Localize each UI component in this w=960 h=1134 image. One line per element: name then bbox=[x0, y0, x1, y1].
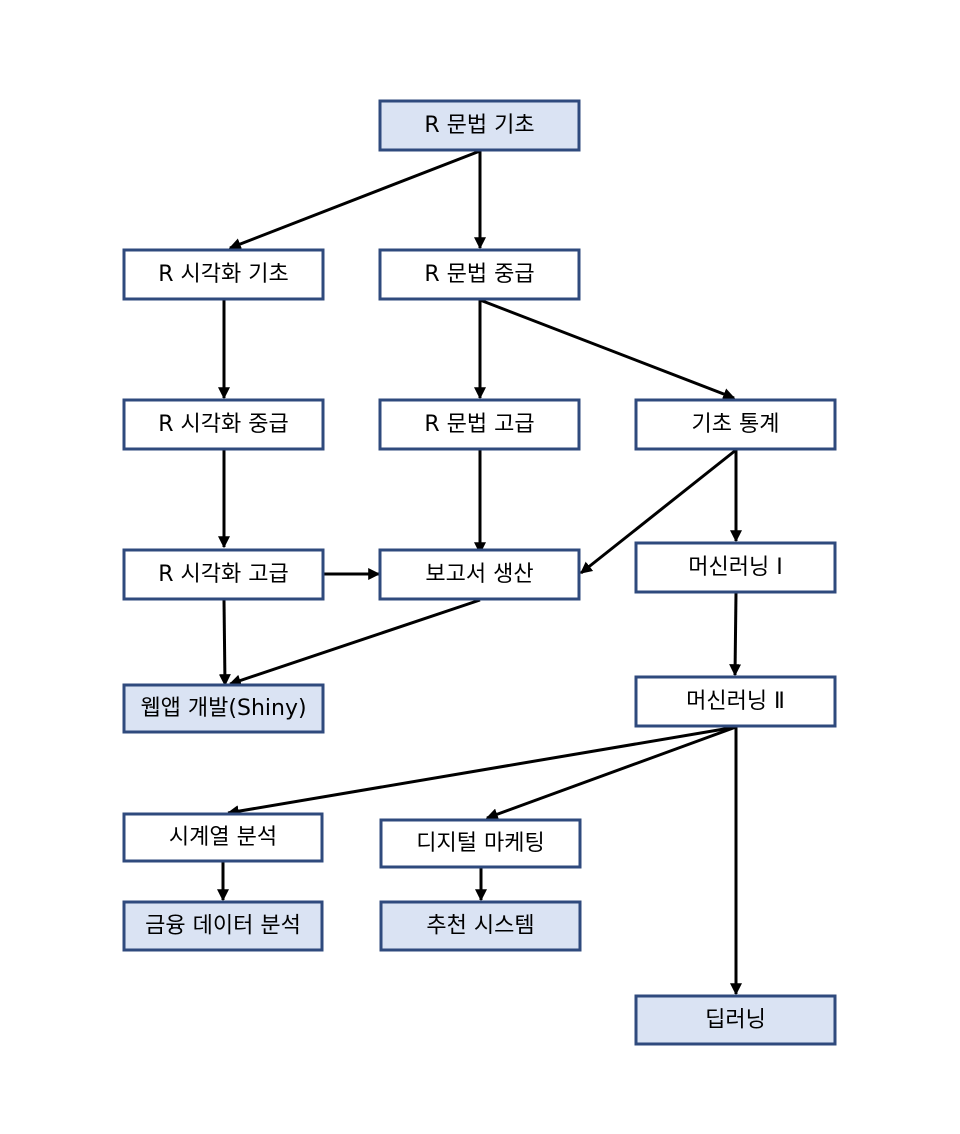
node-r-syntax-basic-box bbox=[378, 99, 581, 152]
node-r-viz-basic: R 시각화 기초 bbox=[122, 248, 325, 301]
node-report-production: 보고서 생산 bbox=[378, 548, 581, 601]
node-r-viz-basic-box bbox=[122, 248, 325, 301]
node-machine-learning-1: 머신러닝 Ⅰ bbox=[634, 541, 837, 594]
node-basic-statistics-box bbox=[634, 398, 837, 451]
node-r-syntax-intermediate-box bbox=[378, 248, 581, 301]
node-machine-learning-1-box bbox=[634, 541, 837, 594]
node-digital-marketing: 디지털 마케팅 bbox=[379, 818, 582, 869]
node-recommender-system: 추천 시스템 bbox=[379, 900, 582, 952]
node-r-viz-basic-label: R 시각화 기초 bbox=[158, 262, 288, 287]
node-deep-learning-box bbox=[634, 994, 837, 1046]
node-report-production-box bbox=[378, 548, 581, 601]
node-r-viz-advanced-label: R 시각화 고급 bbox=[158, 562, 288, 587]
node-r-syntax-intermediate: R 문법 중급 bbox=[378, 248, 581, 301]
nodes-group: R 문법 기초 R 시각화 기초 R 문법 중급 R 시각화 중급 R 문법 고… bbox=[122, 99, 837, 1046]
node-webapp-dev-label: 웹앱 개발(Shiny) bbox=[140, 696, 306, 721]
node-r-viz-intermediate-label: R 시각화 중급 bbox=[158, 412, 288, 437]
node-digital-marketing-label: 디지털 마케팅 bbox=[416, 831, 544, 856]
node-webapp-dev-box bbox=[122, 683, 325, 734]
node-r-syntax-basic: R 문법 기초 bbox=[378, 99, 581, 152]
node-r-syntax-advanced: R 문법 고급 bbox=[378, 398, 581, 451]
node-r-viz-intermediate-box bbox=[122, 398, 325, 451]
edge-machine-learning-2-to-digital-marketing bbox=[485, 725, 737, 820]
node-financial-data-label: 금융 데이터 분석 bbox=[145, 914, 301, 939]
node-machine-learning-2: 머신러닝 Ⅱ bbox=[634, 675, 837, 728]
edge-r-viz-advanced-to-webapp-dev bbox=[218, 599, 231, 687]
node-basic-statistics: 기초 통계 bbox=[634, 398, 837, 451]
node-recommender-system-label: 추천 시스템 bbox=[426, 914, 534, 939]
node-time-series-label: 시계열 분석 bbox=[169, 825, 277, 850]
edge-machine-learning-1-to-machine-learning-2 bbox=[729, 592, 742, 677]
edges-group bbox=[217, 149, 742, 996]
edge-r-syntax-intermediate-to-basic-statistics bbox=[479, 298, 736, 400]
node-r-viz-advanced-box bbox=[122, 548, 325, 601]
edge-r-syntax-basic-to-r-viz-basic bbox=[228, 149, 481, 250]
node-deep-learning-label: 딥러닝 bbox=[705, 1008, 766, 1033]
node-deep-learning: 딥러닝 bbox=[634, 994, 837, 1046]
node-r-syntax-intermediate-label: R 문법 중급 bbox=[424, 262, 534, 287]
node-machine-learning-2-label: 머신러닝 Ⅱ bbox=[686, 689, 785, 714]
node-r-syntax-basic-label: R 문법 기초 bbox=[424, 113, 534, 138]
node-basic-statistics-label: 기초 통계 bbox=[692, 412, 780, 437]
node-r-viz-intermediate: R 시각화 중급 bbox=[122, 398, 325, 451]
node-webapp-dev: 웹앱 개발(Shiny) bbox=[122, 683, 325, 734]
node-r-syntax-advanced-label: R 문법 고급 bbox=[424, 412, 534, 437]
node-r-syntax-advanced-box bbox=[378, 398, 581, 451]
node-report-production-label: 보고서 생산 bbox=[425, 562, 533, 587]
node-time-series-box bbox=[122, 812, 324, 863]
edge-machine-learning-2-to-time-series bbox=[226, 725, 737, 818]
node-financial-data: 금융 데이터 분석 bbox=[122, 900, 324, 952]
edge-report-production-to-webapp-dev bbox=[228, 598, 481, 687]
node-machine-learning-2-box bbox=[634, 675, 837, 728]
node-digital-marketing-box bbox=[379, 818, 582, 869]
node-machine-learning-1-label: 머신러닝 Ⅰ bbox=[688, 555, 782, 580]
node-time-series: 시계열 분석 bbox=[122, 812, 324, 863]
edge-basic-statistics-to-report-production bbox=[580, 448, 737, 575]
node-financial-data-box bbox=[122, 900, 324, 952]
node-r-viz-advanced: R 시각화 고급 bbox=[122, 548, 325, 601]
node-recommender-system-box bbox=[379, 900, 582, 952]
